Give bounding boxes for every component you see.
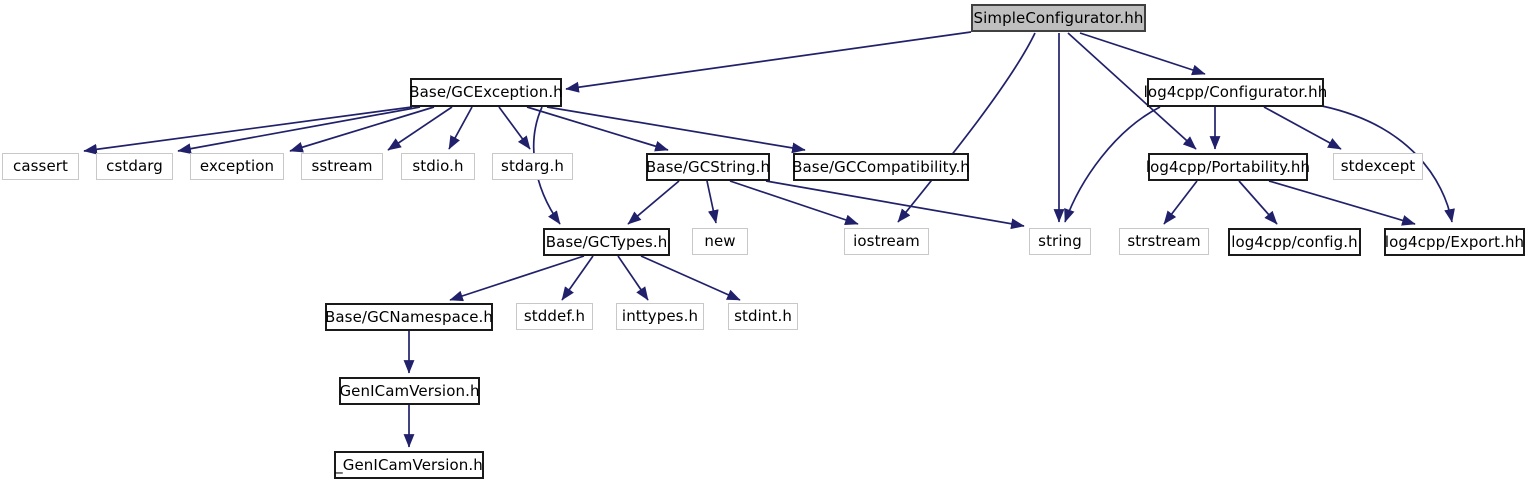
node-label: log4cpp/config.h <box>1231 232 1358 251</box>
node-stdioh[interactable]: stdio.h <box>401 153 475 180</box>
node-label: log4cpp/Configurator.hh <box>1143 83 1328 101</box>
node-label: inttypes.h <box>621 307 699 325</box>
node-gcexception[interactable]: Base/GCException.h <box>409 78 563 107</box>
edge-gcexception-to-exception <box>289 106 435 153</box>
node-label: Base/GCCompatibility.h <box>792 157 970 176</box>
edge-gcexception-to-gcstring <box>526 106 669 152</box>
node-label: _GenICamVersion.h <box>335 455 483 474</box>
node-label: stdint.h <box>734 307 792 325</box>
node-log4cppconfigurator[interactable]: log4cpp/Configurator.hh <box>1144 78 1327 107</box>
node-_genicamversion[interactable]: _GenICamVersion.h <box>334 451 484 479</box>
node-label: new <box>704 232 736 250</box>
edge-log4cppportability-to-strstream <box>1163 180 1198 225</box>
node-label: GenICamVersion.h <box>339 381 480 400</box>
node-cstdarg[interactable]: cstdarg <box>96 153 173 180</box>
node-label: SimpleConfigurator.hh <box>973 8 1144 27</box>
edge-gcstring-to-gctypes <box>627 180 680 225</box>
node-label: log4cpp/Export.hh <box>1384 232 1525 251</box>
node-string[interactable]: string <box>1029 228 1091 255</box>
node-log4cppportability[interactable]: log4cpp/Portability.hh <box>1146 153 1310 181</box>
node-label: stdio.h <box>412 157 464 175</box>
node-exception[interactable]: exception <box>190 153 284 180</box>
node-sstream[interactable]: sstream <box>301 153 383 180</box>
node-inttypesh[interactable]: inttypes.h <box>616 303 704 330</box>
node-gctypes[interactable]: Base/GCTypes.h <box>543 228 670 256</box>
node-stdinth[interactable]: stdint.h <box>728 303 798 330</box>
node-stdexcept[interactable]: stdexcept <box>1333 153 1423 180</box>
edge-gcexception-to-cstdarg <box>177 106 421 155</box>
node-label: Base/GCTypes.h <box>545 232 668 251</box>
node-label: exception <box>199 157 275 175</box>
node-log4cppexport[interactable]: log4cpp/Export.hh <box>1384 228 1525 256</box>
node-label: cassert <box>12 157 69 175</box>
edge-gcexception-to-stdargh <box>498 106 531 150</box>
edge-simpleconfigurator-to-iostream <box>897 32 1036 223</box>
edge-gctypes-to-inttypesh <box>617 255 649 301</box>
edge-gcexception-to-cassert <box>83 106 413 155</box>
edge-gcstring-to-iostream <box>729 180 859 226</box>
node-label: string <box>1038 232 1082 250</box>
node-simpleconfigurator[interactable]: SimpleConfigurator.hh <box>971 4 1146 32</box>
node-label: sstream <box>311 157 373 175</box>
edge-gctypes-to-stddefh <box>561 255 594 301</box>
node-gcnamespace[interactable]: Base/GCNamespace.h <box>325 303 493 331</box>
node-label: cstdarg <box>106 157 163 175</box>
node-label: Base/GCNamespace.h <box>325 307 494 326</box>
node-cassert[interactable]: cassert <box>2 153 79 180</box>
edge-gcexception-to-sstream <box>387 106 453 151</box>
node-genicamversion[interactable]: GenICamVersion.h <box>339 377 480 405</box>
node-label: stdarg.h <box>501 157 564 175</box>
edge-log4cppportability-to-log4cppexport <box>1268 180 1416 226</box>
edge-gctypes-to-gcnamespace <box>449 255 585 302</box>
node-label: log4cpp/Portability.hh <box>1145 157 1311 176</box>
edge-simpleconfigurator-to-gcexception <box>565 31 972 93</box>
edge-simpleconfigurator-to-log4cppportability <box>1067 32 1197 150</box>
node-iostream[interactable]: iostream <box>844 228 929 255</box>
node-strstream[interactable]: strstream <box>1119 228 1209 255</box>
node-gccompatibility[interactable]: Base/GCCompatibility.h <box>792 153 970 181</box>
node-label: Base/GCException.h <box>409 83 563 101</box>
edge-simpleconfigurator-to-log4cppconfigurator <box>1079 32 1206 76</box>
node-label: stdexcept <box>1340 157 1416 175</box>
edge-gcstring-to-string <box>765 180 1025 230</box>
edge-log4cppconfigurator-to-string <box>1064 106 1161 223</box>
edge-log4cppportability-to-log4cppconfig <box>1238 180 1278 225</box>
node-new[interactable]: new <box>692 228 748 255</box>
edge-gcexception-to-gccompatibility <box>546 106 806 154</box>
node-stdargh[interactable]: stdarg.h <box>492 153 573 180</box>
node-log4cppconfig[interactable]: log4cpp/config.h <box>1228 228 1361 256</box>
node-label: strstream <box>1127 232 1201 250</box>
node-stddefh[interactable]: stddef.h <box>516 303 593 330</box>
edge-log4cppconfigurator-to-stdexcept <box>1263 106 1342 150</box>
edge-gcstring-to-new <box>706 180 719 224</box>
node-label: stddef.h <box>523 307 586 325</box>
node-label: iostream <box>853 232 920 250</box>
node-gcstring[interactable]: Base/GCString.h <box>646 153 770 181</box>
edge-gctypes-to-stdinth <box>640 255 741 301</box>
edge-gcexception-to-stdioh <box>448 106 473 150</box>
node-label: Base/GCString.h <box>645 157 771 176</box>
